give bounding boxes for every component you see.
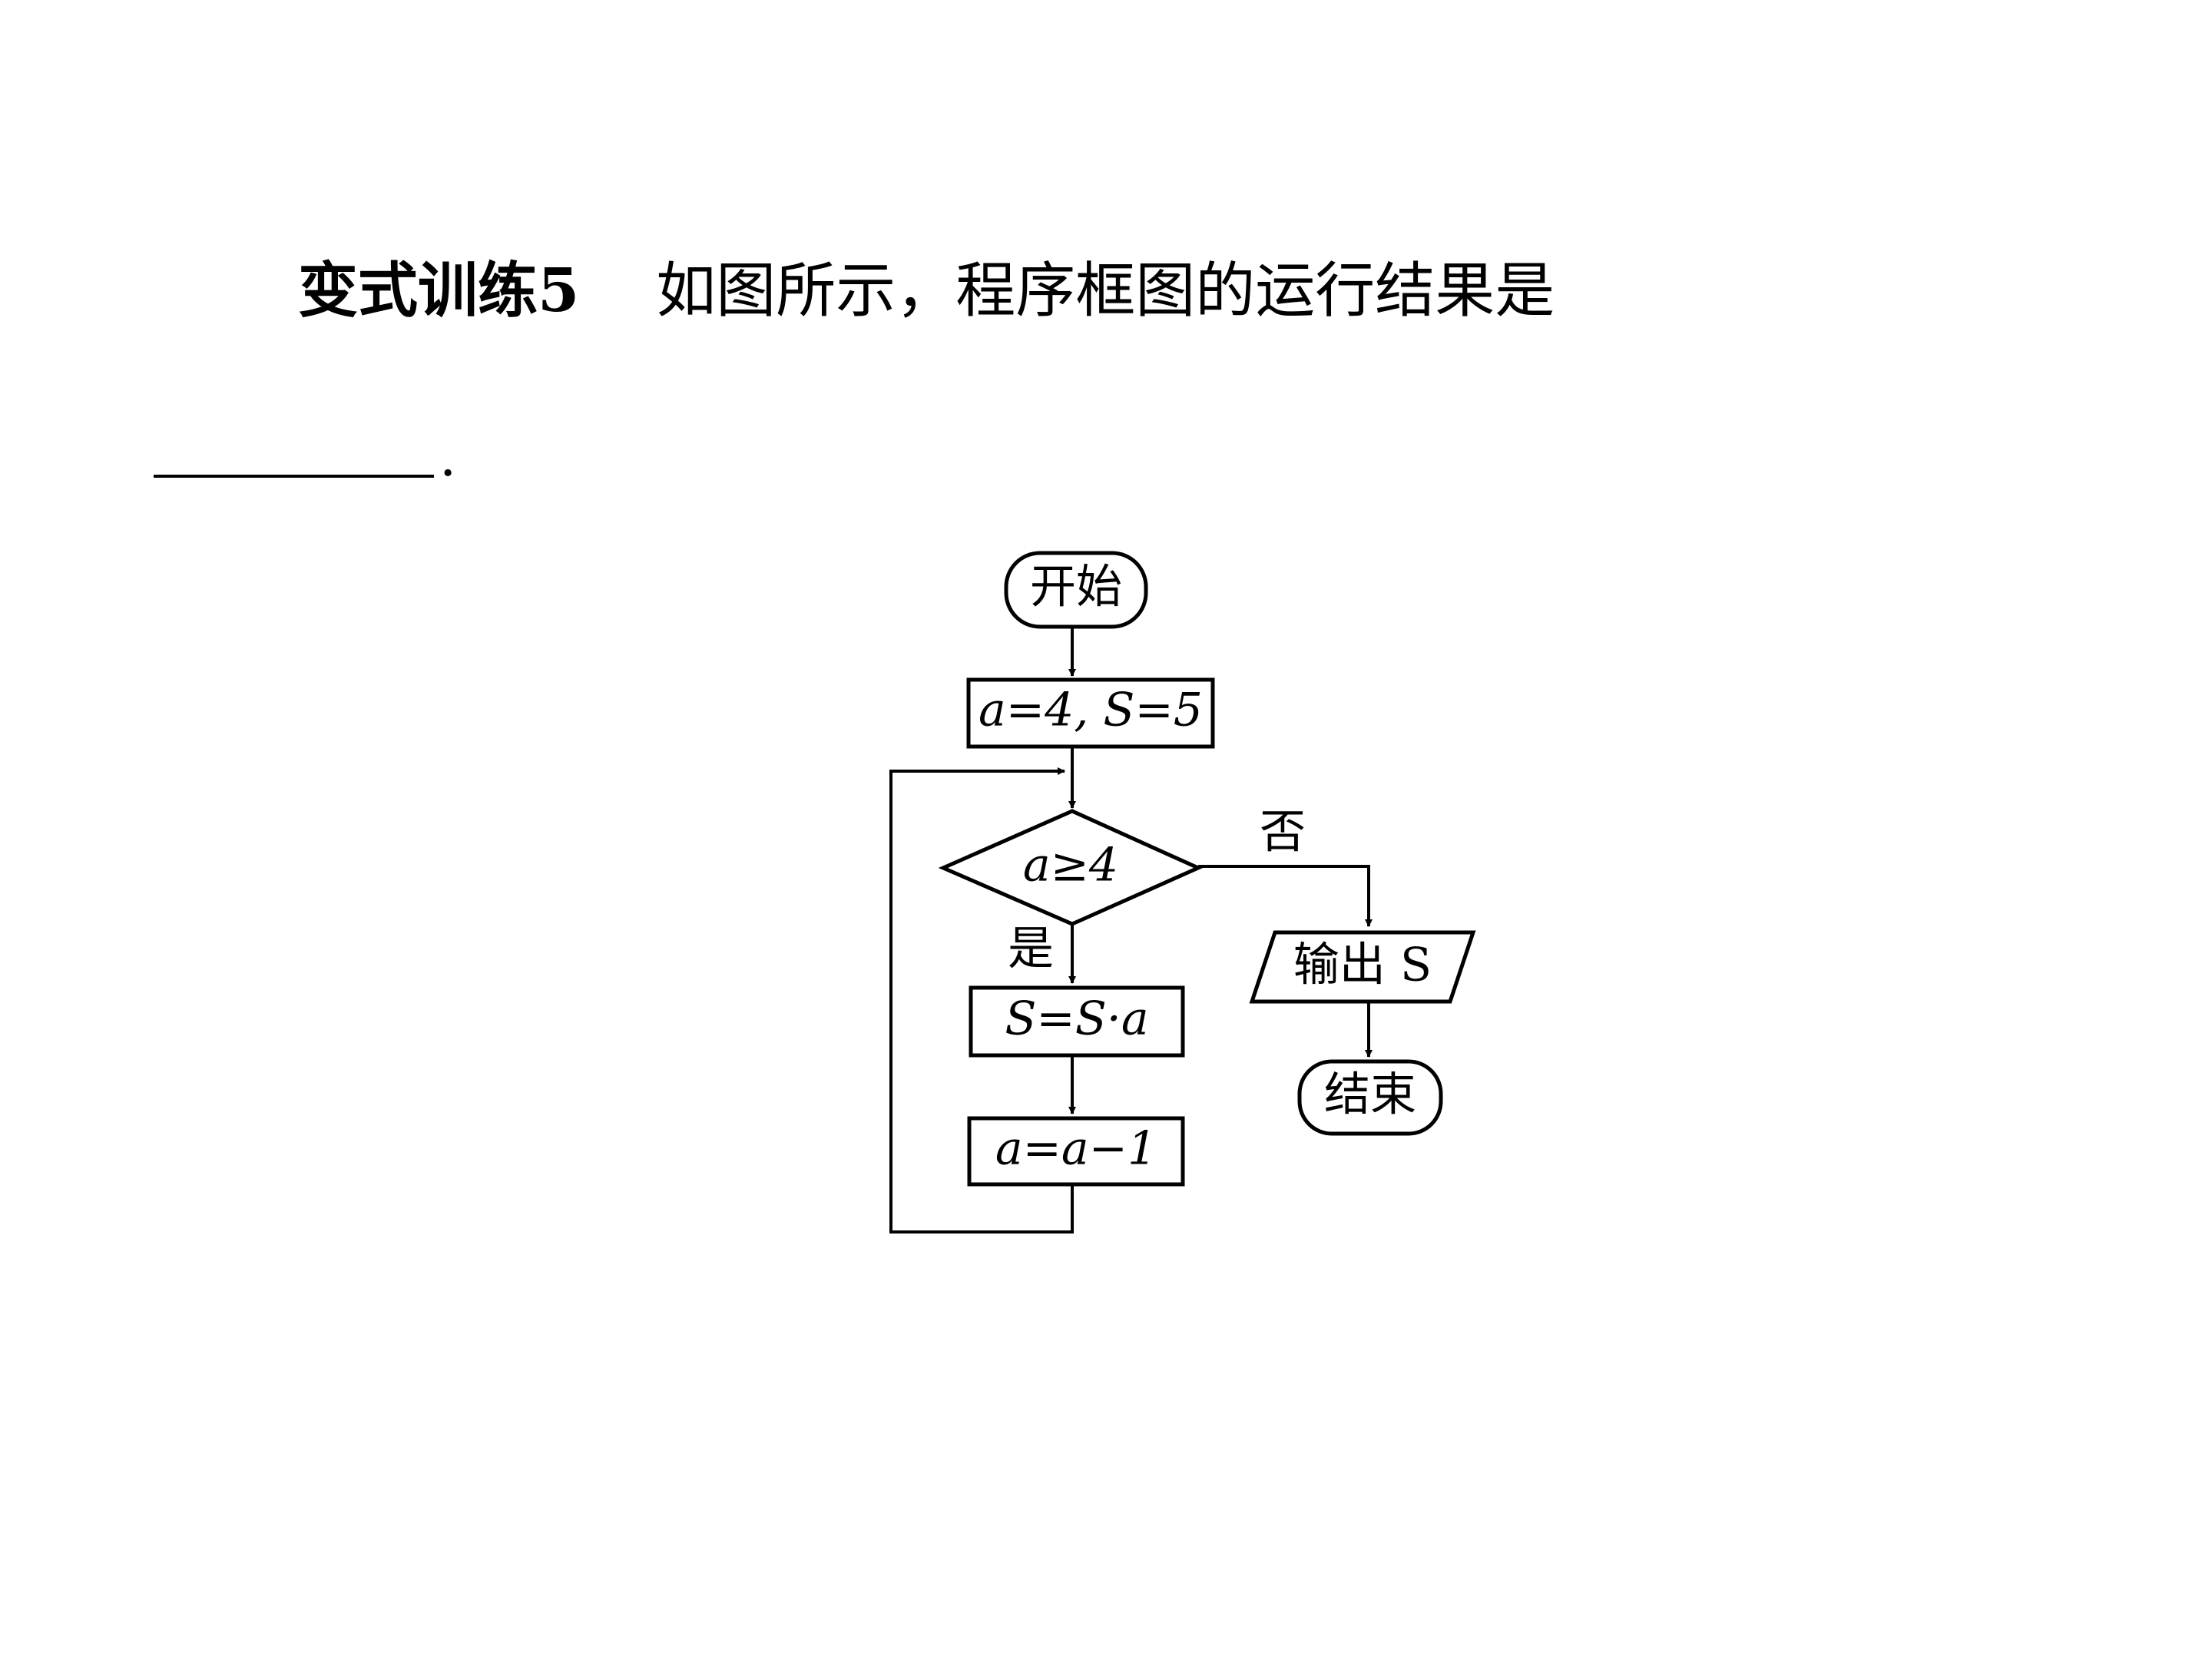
question-body: 如图所示，程序框图的运行结果是 [656,257,1555,326]
decrement-box [967,1116,1185,1187]
edge-loop-back [889,767,1074,1233]
decrement-label: a=a−1 [995,1122,1157,1176]
condition-diamond [938,809,1204,926]
answer-blank [154,475,434,478]
multiply-label: S=S·a [1005,992,1148,1046]
edge-condition-to-output [1198,865,1373,927]
init-label: a=4, S=5 [979,684,1203,737]
flowchart-edges [889,628,1373,1233]
question-label: 变式训练5 [298,256,580,326]
start-label: 开始 [1030,561,1122,614]
end-terminal [1297,1059,1443,1136]
init-box [966,677,1215,749]
output-parallelogram [1249,930,1476,1004]
start-terminal [1004,551,1148,629]
answer-period: . [439,426,457,488]
no-label: 否 [1260,806,1306,859]
yes-label: 是 [1008,922,1054,976]
multiply-box [969,985,1185,1058]
end-label: 结束 [1324,1068,1416,1122]
output-label: 输出 S [1293,939,1432,992]
condition-label: a≥4 [1023,839,1118,892]
